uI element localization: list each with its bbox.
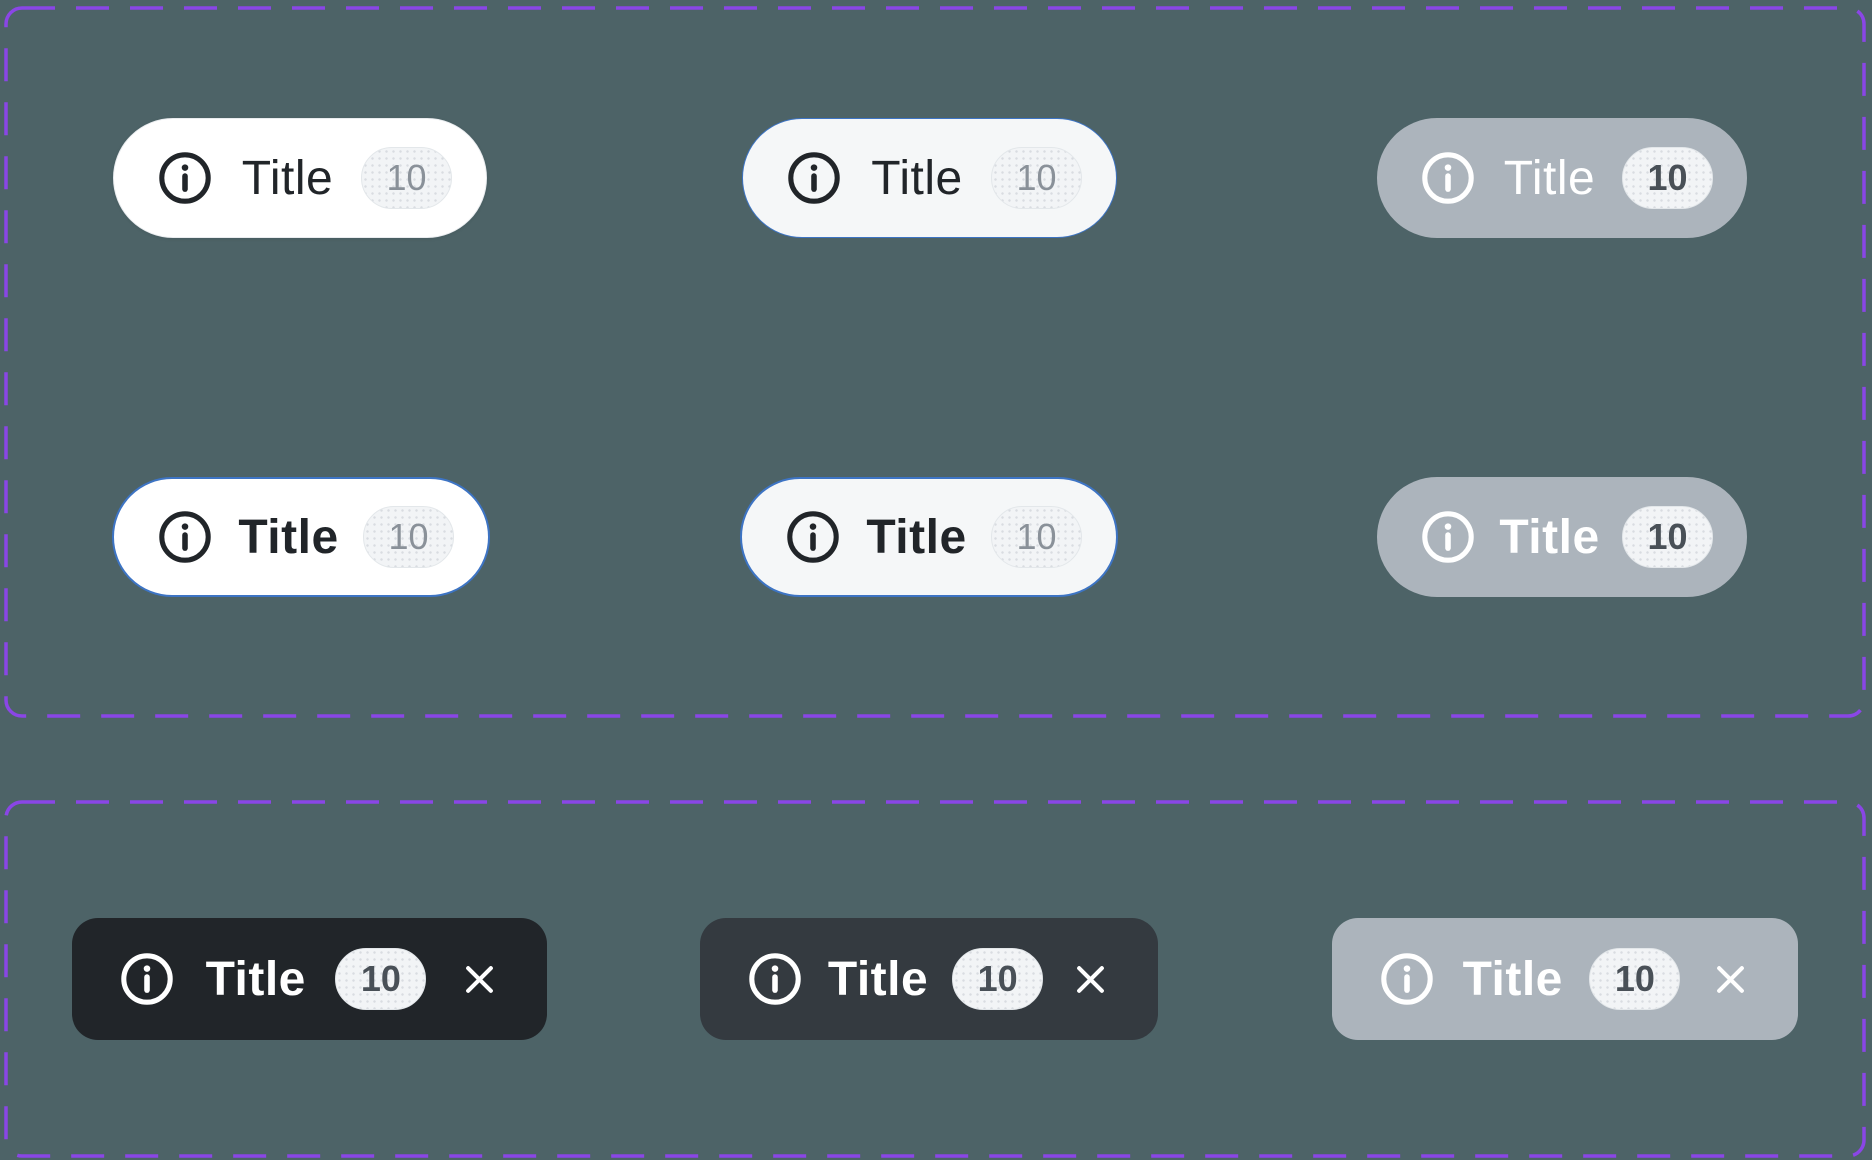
close-icon xyxy=(1707,956,1754,1003)
chip-default[interactable]: Title 10 xyxy=(113,118,487,238)
info-icon xyxy=(1419,149,1477,207)
chip-count-badge: 10 xyxy=(1622,147,1713,209)
chip-selected-disabled: Title 10 xyxy=(1332,918,1798,1040)
chip-count-badge: 10 xyxy=(952,948,1044,1010)
info-icon xyxy=(1378,950,1436,1008)
chip-count-badge: 10 xyxy=(363,506,454,568)
info-icon xyxy=(784,508,842,566)
chip-label: Title xyxy=(1503,151,1596,205)
info-icon xyxy=(156,149,214,207)
chip-label: Title xyxy=(205,952,306,1006)
chip-selected-dark[interactable]: Title 10 xyxy=(72,918,547,1040)
chip-count-badge: 10 xyxy=(1589,948,1681,1010)
info-icon xyxy=(785,149,843,207)
info-icon xyxy=(1419,508,1477,566)
info-icon xyxy=(118,950,176,1008)
close-icon[interactable] xyxy=(1067,956,1114,1003)
close-icon[interactable] xyxy=(456,956,503,1003)
chip-label: Title xyxy=(1499,510,1600,564)
chip-label: Title xyxy=(871,151,963,205)
chip-disabled: Title 10 xyxy=(1377,118,1747,238)
chip-hover[interactable]: Title 10 xyxy=(742,118,1117,238)
chip-count-badge: 10 xyxy=(1622,506,1713,568)
chip-focused-hover[interactable]: Title 10 xyxy=(740,477,1118,597)
chip-focused[interactable]: Title 10 xyxy=(112,477,490,597)
chip-label: Title xyxy=(238,510,339,564)
chip-count-badge: 10 xyxy=(991,506,1082,568)
chip-label: Title xyxy=(866,510,967,564)
chip-label: Title xyxy=(1462,952,1563,1006)
chip-count-badge: 10 xyxy=(335,948,427,1010)
selection-frame-top xyxy=(4,6,1866,718)
chip-focused-disabled: Title 10 xyxy=(1377,477,1747,597)
chip-selected-dark-hover[interactable]: Title 10 xyxy=(700,918,1158,1040)
chip-label: Title xyxy=(827,952,929,1006)
chip-count-badge: 10 xyxy=(361,147,452,209)
chip-label: Title xyxy=(241,151,334,205)
info-icon xyxy=(746,950,804,1008)
chip-count-badge: 10 xyxy=(991,147,1082,209)
info-icon xyxy=(156,508,214,566)
